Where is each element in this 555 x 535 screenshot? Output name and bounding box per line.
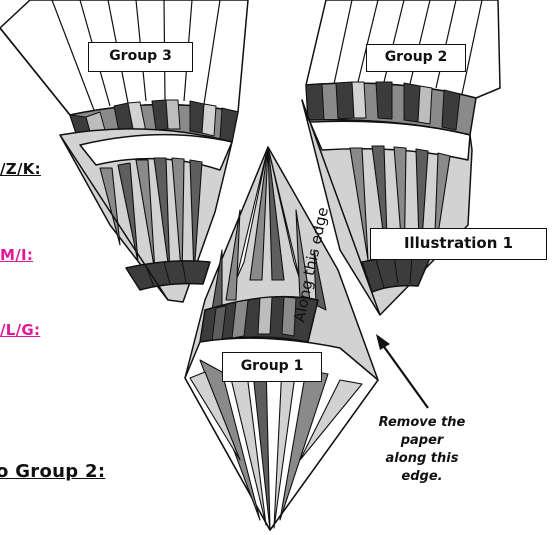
note-line-2: paper <box>400 433 444 448</box>
group1-label: Group 1 <box>222 352 322 382</box>
group3-piece <box>0 0 249 303</box>
group1-piece <box>184 146 379 531</box>
group3-label: Group 3 <box>88 42 193 72</box>
illustration-label: Illustration 1 <box>370 228 547 260</box>
side-label-group2: o Group 2: <box>0 461 106 482</box>
side-label-mi: M/I: <box>0 246 34 264</box>
side-label-lg: /L/G: <box>0 321 41 339</box>
note-line-3: along this <box>385 451 459 466</box>
note-line-1: Remove the <box>378 415 466 430</box>
group2-label: Group 2 <box>366 44 466 72</box>
pointer-arrow <box>376 334 429 409</box>
note-line-4: edge. <box>401 469 443 484</box>
remove-paper-note: Remove the paper along this edge. <box>352 414 492 486</box>
side-label-zk: /Z/K: <box>0 160 41 178</box>
